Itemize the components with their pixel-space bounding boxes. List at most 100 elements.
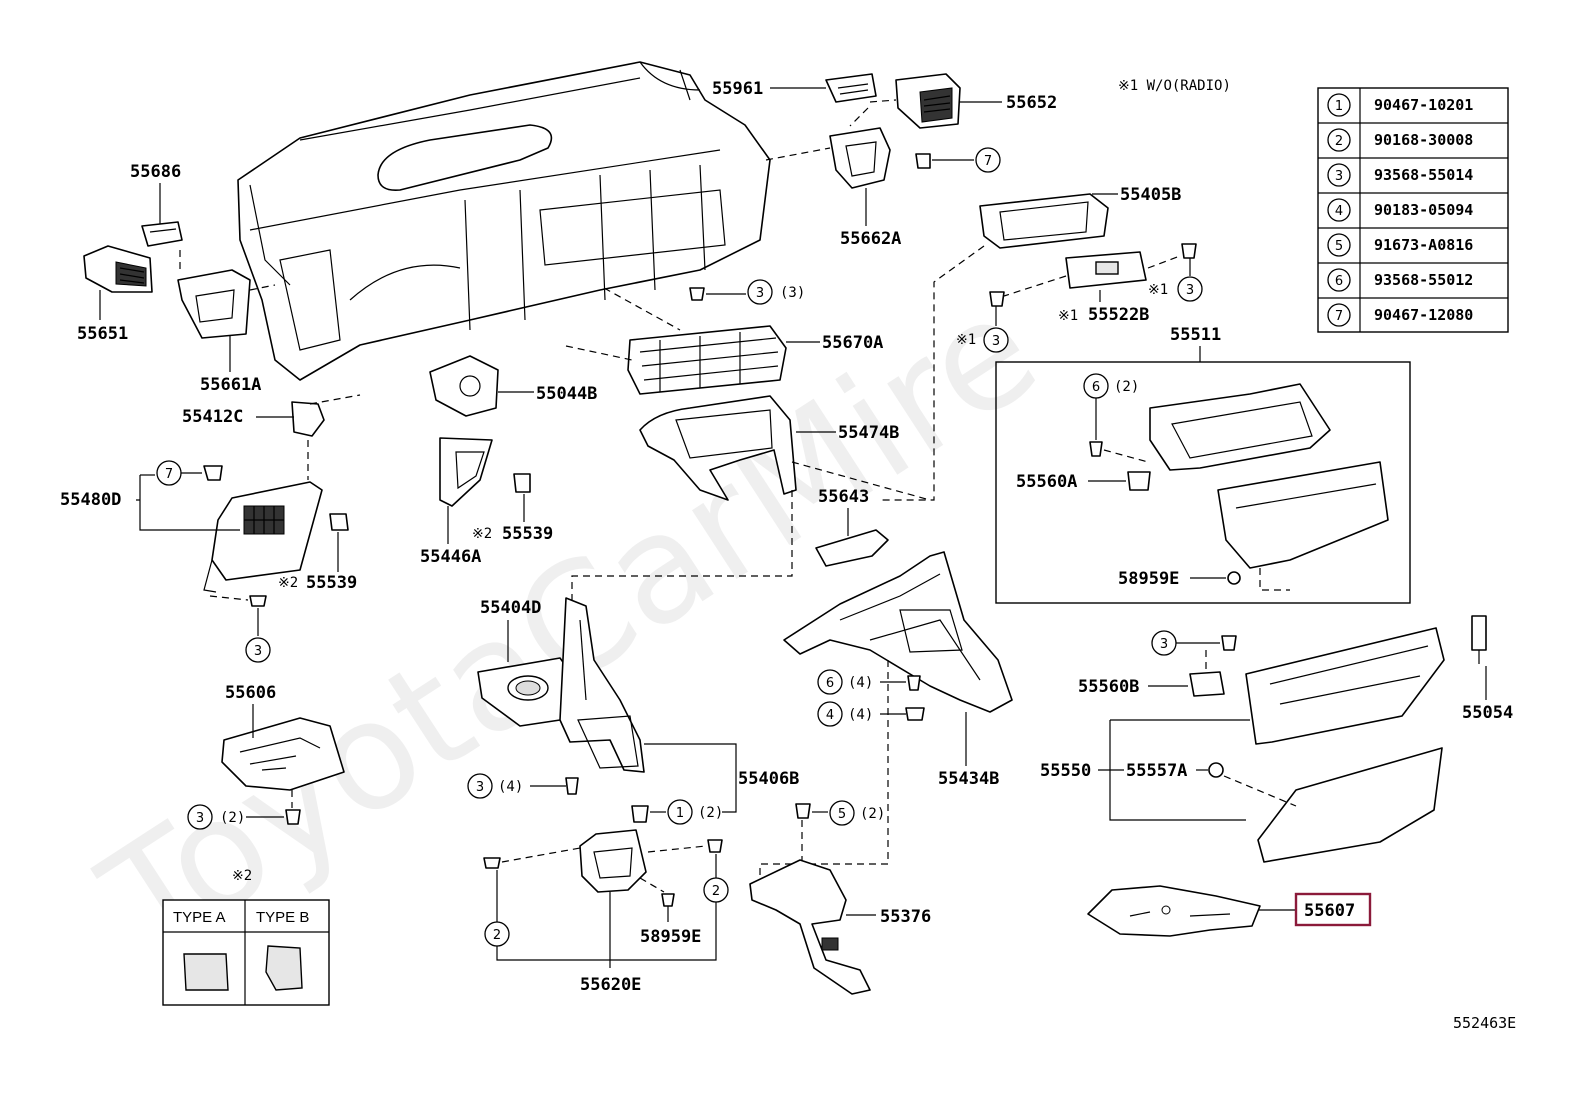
part-55434B-illustration <box>783 551 1013 713</box>
legend-row-7: 7 90467-12080 <box>1327 303 1473 327</box>
label-55404D: 55404D <box>480 598 541 618</box>
mark-1-55522B: ※1 <box>1058 308 1078 324</box>
label-55560B: 55560B <box>1078 677 1139 697</box>
label-55652: 55652 <box>1006 93 1057 113</box>
legend-row-5: 5 91673-A0816 <box>1327 233 1473 257</box>
label-55662A: 55662A <box>840 229 901 249</box>
callout-6-center: 6 <box>817 669 843 695</box>
qty-55406B-3: (4) <box>498 779 523 795</box>
label-55539-center: 55539 <box>502 524 553 544</box>
part-55054-illustration <box>1471 615 1487 664</box>
qty-55406B-1: (2) <box>698 805 723 821</box>
label-55511: 55511 <box>1170 325 1221 345</box>
type-a-label: TYPE A <box>173 909 226 926</box>
part-55376-illustration <box>749 859 871 995</box>
legend-part-3: 93568-55014 <box>1374 166 1473 184</box>
part-55652-illustration <box>895 73 961 129</box>
label-55522B: 55522B <box>1088 305 1149 325</box>
part-55044B-illustration <box>429 355 499 417</box>
label-55480D: 55480D <box>60 490 121 510</box>
qty-center-6: (4) <box>848 675 873 691</box>
svg-text:7: 7 <box>984 154 992 169</box>
callout-5-center: 5 <box>829 800 855 826</box>
part-55662A-illustration <box>829 127 891 189</box>
group-55511-box <box>995 361 1411 604</box>
callout-3-center: 3 <box>747 279 773 305</box>
callout-3-left: 3 <box>245 637 271 663</box>
legend-row-4: 4 90183-05094 <box>1327 198 1473 222</box>
legend-num-5: 5 <box>1335 239 1343 254</box>
callout-7-left: 7 <box>156 460 182 486</box>
label-55651: 55651 <box>77 324 128 344</box>
label-55643: 55643 <box>818 487 869 507</box>
svg-text:4: 4 <box>826 708 834 723</box>
type-box: TYPE A TYPE B <box>162 899 330 1006</box>
label-55686: 55686 <box>130 162 181 182</box>
svg-text:2: 2 <box>712 884 720 899</box>
callout-3-55606: 3 <box>187 804 213 830</box>
svg-text:3: 3 <box>1160 637 1168 652</box>
label-55044B: 55044B <box>536 384 597 404</box>
label-55607[interactable]: 55607 <box>1304 901 1355 921</box>
svg-text:5: 5 <box>838 807 846 822</box>
label-55661A: 55661A <box>200 375 261 395</box>
legend-part-7: 90467-12080 <box>1374 306 1473 324</box>
label-58959E-bottom: 58959E <box>640 927 701 947</box>
svg-text:3: 3 <box>476 780 484 795</box>
svg-text:3: 3 <box>1186 283 1194 298</box>
legend-row-1: 1 90467-10201 <box>1327 93 1473 117</box>
part-55607-illustration <box>1087 885 1261 937</box>
svg-text:7: 7 <box>165 467 173 482</box>
part-55446A-illustration <box>439 437 493 507</box>
legend-part-1: 90467-10201 <box>1374 96 1473 114</box>
label-55412C: 55412C <box>182 407 243 427</box>
legend-num-2: 2 <box>1335 134 1343 149</box>
callout-2-right-55620E: 2 <box>703 877 729 903</box>
callout-3-left-radio: 3 <box>983 327 1009 353</box>
legend-part-6: 93568-55012 <box>1374 271 1473 289</box>
mark-2-left: ※2 <box>278 575 298 591</box>
mark-1-left: ※1 <box>956 332 976 348</box>
part-55620E-illustration <box>579 829 647 893</box>
part-55539-left-illustration <box>329 513 349 531</box>
svg-text:6: 6 <box>1092 380 1100 395</box>
label-55539-left: 55539 <box>306 573 357 593</box>
part-55511-frame-illustration <box>1149 383 1331 471</box>
part-55661A-illustration <box>177 269 251 339</box>
callout-6-glovebox: 6 <box>1083 373 1109 399</box>
callout-3-55406B: 3 <box>467 773 493 799</box>
qty-55606: (2) <box>220 810 245 826</box>
callout-3-55560B: 3 <box>1151 630 1177 656</box>
legend-row-3: 3 93568-55014 <box>1327 163 1473 187</box>
part-55961-illustration <box>825 73 877 103</box>
label-55961: 55961 <box>712 79 763 99</box>
legend-num-4: 4 <box>1335 204 1343 219</box>
label-55446A: 55446A <box>420 547 481 567</box>
label-55550: 55550 <box>1040 761 1091 781</box>
part-55560B-illustration <box>1189 671 1225 697</box>
label-55560A: 55560A <box>1016 472 1077 492</box>
type-b-label: TYPE B <box>256 909 309 926</box>
qty-center-3: (3) <box>780 285 805 301</box>
part-55651-illustration <box>83 245 153 293</box>
part-55511-lid-illustration <box>1217 461 1389 569</box>
label-55405B: 55405B <box>1120 185 1181 205</box>
label-55434B: 55434B <box>938 769 999 789</box>
legend-row-2: 2 90168-30008 <box>1327 128 1473 152</box>
label-55557A: 55557A <box>1126 761 1187 781</box>
qty-center-5: (2) <box>860 806 885 822</box>
part-55406B-illustration <box>559 597 645 773</box>
callout-7-top: 7 <box>975 147 1001 173</box>
mark-1-right: ※1 <box>1148 282 1168 298</box>
part-55474B-illustration <box>639 395 797 501</box>
label-55620E: 55620E <box>580 975 641 995</box>
label-55607-highlight[interactable]: 55607 <box>1294 892 1372 927</box>
label-55670A: 55670A <box>822 333 883 353</box>
svg-text:3: 3 <box>992 334 1000 349</box>
part-55539-center-illustration <box>513 473 531 493</box>
svg-text:3: 3 <box>756 286 764 301</box>
part-55405B-illustration <box>979 193 1109 249</box>
label-55376: 55376 <box>880 907 931 927</box>
legend-part-2: 90168-30008 <box>1374 131 1473 149</box>
svg-text:3: 3 <box>196 811 204 826</box>
